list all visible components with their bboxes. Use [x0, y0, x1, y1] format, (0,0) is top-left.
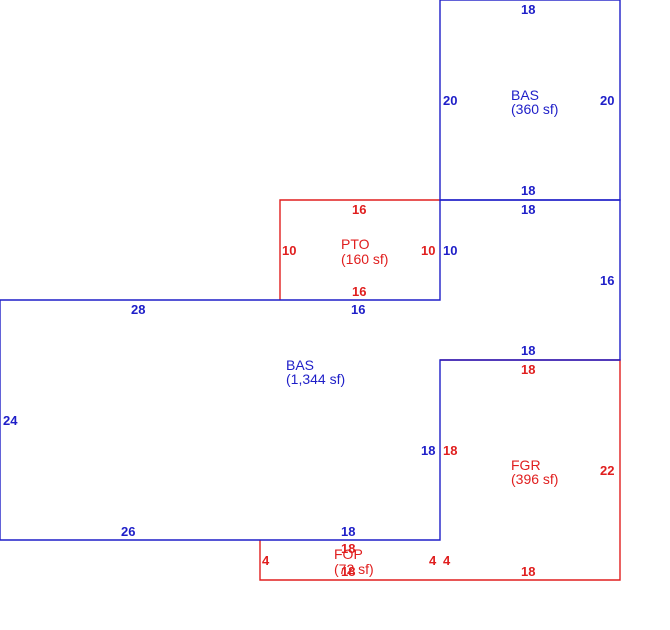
bas-main-outline: [0, 199, 621, 541]
area-size-bas-upper: (360 sf): [511, 101, 558, 117]
area-name-fop: FOP: [334, 546, 363, 562]
dim-fop-top: 18: [341, 541, 355, 556]
dim-fgr-right: 22: [600, 463, 614, 478]
area-size-fop: (72 sf): [334, 561, 374, 577]
dim-bas-upper-top: 18: [521, 2, 535, 17]
dim-bas-inner-top: 18: [521, 343, 535, 358]
area-size-bas-main: (1,344 sf): [286, 371, 345, 387]
dim-bas-mid-top: 18: [521, 202, 535, 217]
dim-bas-upper-right: 20: [600, 93, 614, 108]
area-name-fgr: FGR: [511, 457, 541, 473]
dim-bas-upper-bottom: 18: [521, 183, 535, 198]
dim-bas-right: 16: [600, 273, 614, 288]
dim-pto-left: 10: [282, 243, 296, 258]
dim-fop-bottom: 18: [341, 564, 355, 579]
area-size-fgr: (396 sf): [511, 471, 558, 487]
dim-pto-bottom: 16: [352, 284, 366, 299]
dim-bas-inner-vert: 18: [421, 443, 435, 458]
dim-fgr-left: 18: [443, 443, 457, 458]
dim-pto-top: 16: [352, 202, 366, 217]
area-name-bas-main: BAS: [286, 357, 314, 373]
dim-bas-left: 24: [3, 413, 18, 428]
dim-fop-left: 4: [262, 553, 270, 568]
dim-bas-mid-left: 10: [443, 243, 457, 258]
dim-fgr-bottom: 18: [521, 564, 535, 579]
pto-outline: [279, 199, 440, 300]
area-size-pto: (160 sf): [341, 251, 388, 267]
dim-fop-right: 4: [429, 553, 437, 568]
dim-fgr-top: 18: [521, 362, 535, 377]
dim-bas-bottom-26: 26: [121, 524, 135, 539]
dim-bas-upper-left: 20: [443, 93, 457, 108]
fop-outline: [259, 540, 440, 581]
dim-pto-right: 10: [421, 243, 435, 258]
dim-bas-bottom-18: 18: [341, 524, 355, 539]
dim-fgr-left-4: 4: [443, 553, 451, 568]
area-name-pto: PTO: [341, 236, 370, 252]
dim-bas-top-16: 16: [351, 302, 365, 317]
area-name-bas-upper: BAS: [511, 87, 539, 103]
dim-bas-top-28: 28: [131, 302, 145, 317]
